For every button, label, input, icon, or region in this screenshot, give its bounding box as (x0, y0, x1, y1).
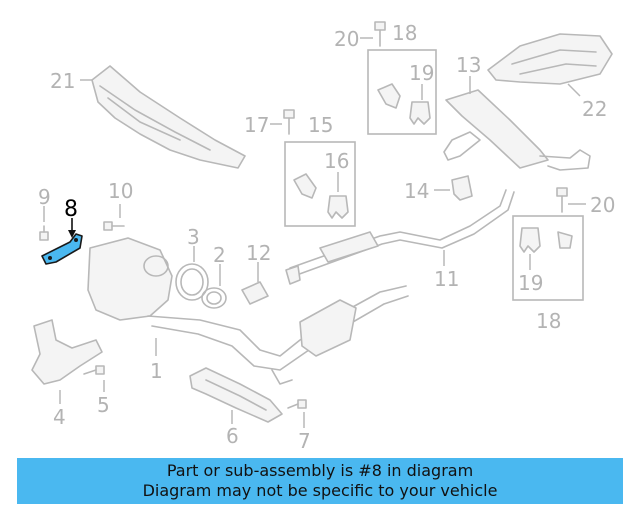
part-14-clamp (434, 175, 473, 201)
group-18-box-top (367, 49, 437, 135)
part-19-hanger-right (519, 227, 573, 270)
part-10-bolt (103, 204, 125, 231)
part-13-rear-muffler (443, 76, 591, 171)
callout-12: 12 (246, 241, 271, 265)
part-17-bolt (270, 109, 295, 135)
part-20-bolt-right (556, 187, 586, 213)
callout-21: 21 (50, 69, 75, 93)
part-20-bolt-top (360, 21, 386, 47)
banner-line-1: Part or sub-assembly is #8 in diagram (166, 461, 474, 480)
part-11-intermediate-pipe (285, 189, 515, 285)
part-1-catalytic-converter (87, 237, 409, 385)
group-15-box (284, 141, 356, 227)
callout-6: 6 (226, 424, 239, 448)
part-5-bolt (83, 365, 105, 392)
callout-4: 4 (53, 405, 66, 429)
part-4-bracket (31, 319, 103, 404)
part-19-hanger-top (377, 83, 431, 125)
banner-line-2: Diagram may not be specific to your vehi… (142, 481, 498, 500)
part-16-hanger (293, 172, 349, 219)
callout-18-top: 18 (392, 21, 417, 45)
part-12-clamp (241, 262, 269, 305)
callout-13: 13 (456, 53, 481, 77)
part-22-heat-shield-right (487, 33, 613, 97)
part-8-bracket-highlighted[interactable] (41, 218, 83, 265)
callout-3: 3 (187, 225, 200, 249)
callout-16: 16 (324, 149, 349, 173)
part-21-heat-shield (80, 65, 246, 169)
group-18-box-right (512, 215, 584, 301)
info-banner: Part or sub-assembly is #8 in diagram Di… (17, 458, 623, 504)
part-7-bolt (287, 399, 307, 428)
callout-14: 14 (404, 179, 429, 203)
callout-5: 5 (97, 393, 110, 417)
callout-7: 7 (298, 429, 311, 453)
callout-17: 17 (244, 113, 269, 137)
callout-20-right: 20 (590, 193, 615, 217)
callout-19-top: 19 (409, 61, 434, 85)
callout-18-right: 18 (536, 309, 561, 333)
callout-22: 22 (582, 97, 607, 121)
callout-10: 10 (108, 179, 133, 203)
callout-8: 8 (64, 197, 78, 222)
callout-1: 1 (150, 359, 163, 383)
part-2-gasket (201, 264, 227, 309)
part-9-bolt (39, 206, 49, 241)
callout-15: 15 (308, 113, 333, 137)
callout-2: 2 (213, 243, 226, 267)
callout-20-top: 20 (334, 27, 359, 51)
callout-11: 11 (434, 267, 459, 291)
part-6-heat-shield-bottom (189, 367, 283, 424)
callout-9: 9 (38, 185, 51, 209)
callout-19-right: 19 (518, 271, 543, 295)
part-3-clamp (175, 246, 209, 301)
